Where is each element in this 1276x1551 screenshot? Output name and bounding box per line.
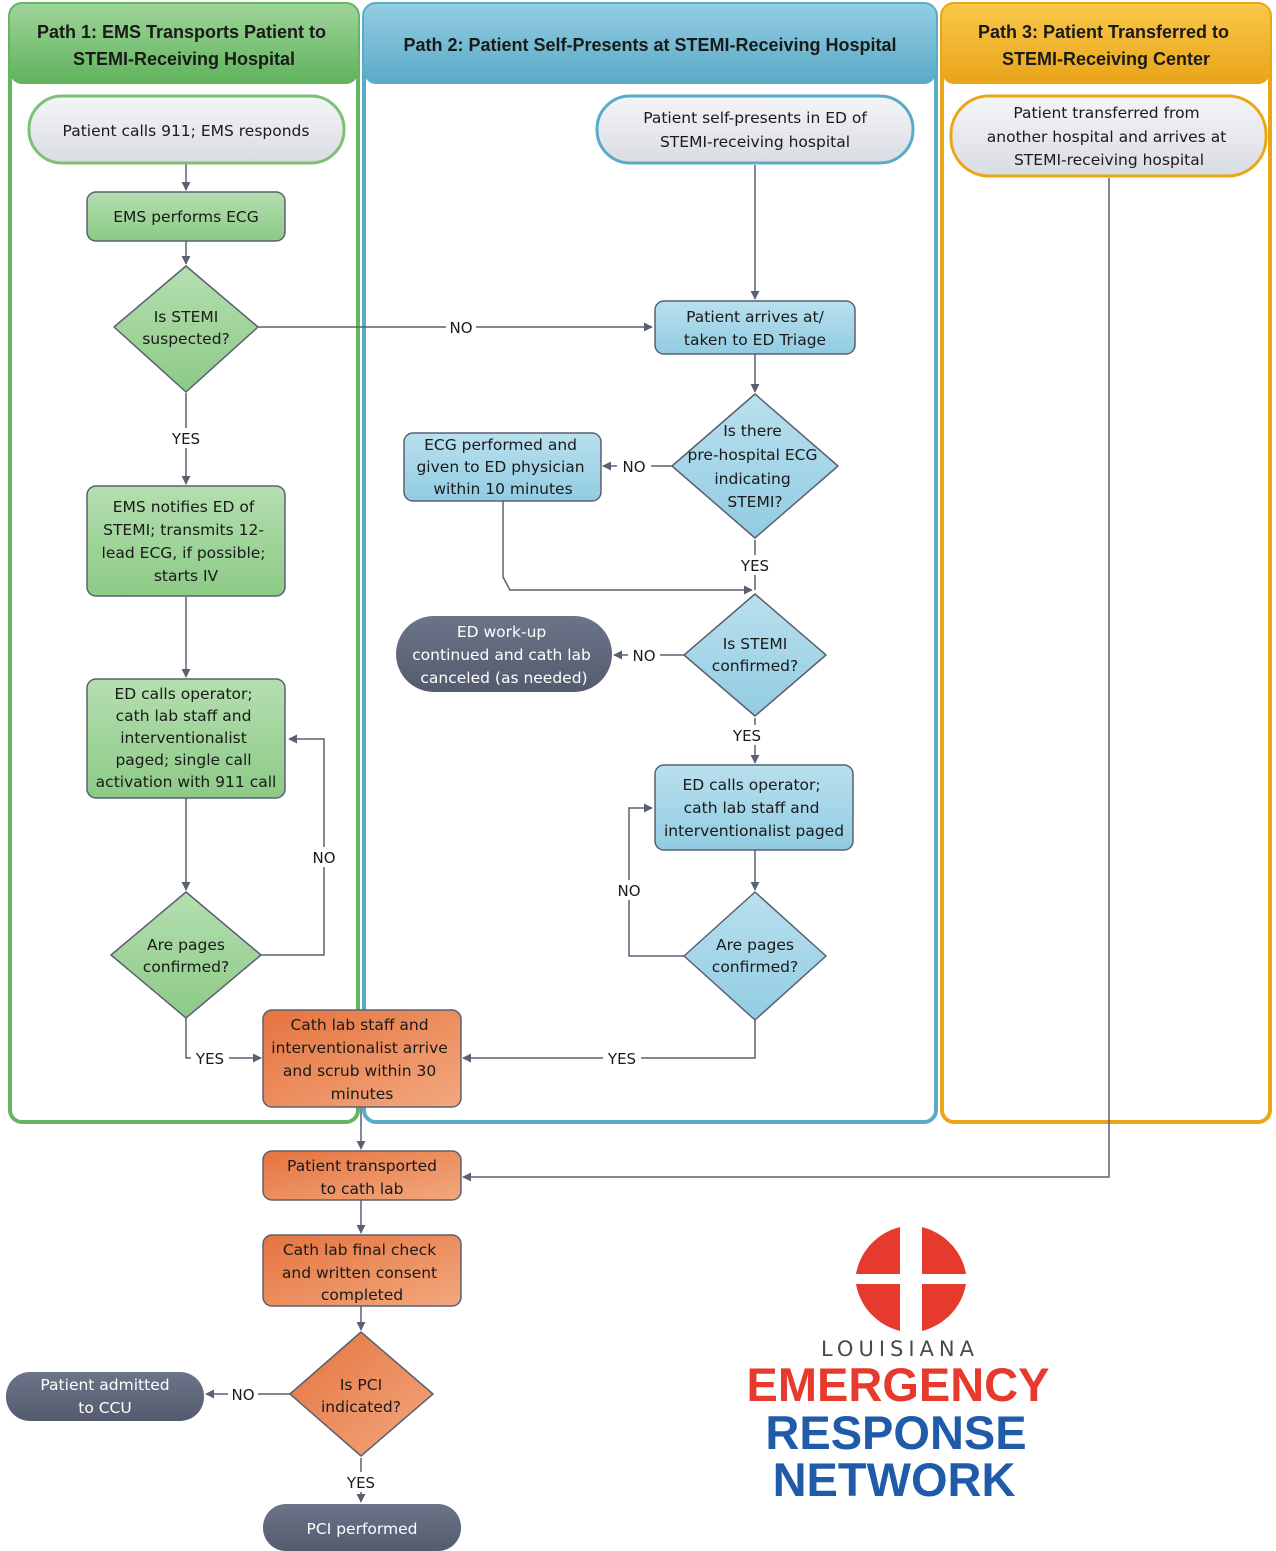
logo-louisiana: LOUISIANA	[821, 1337, 979, 1361]
svg-text:Cath lab final check and: Cath lab final check and written consent…	[282, 1241, 442, 1304]
lane-path2-title: Path 2: Patient Self-Presents at STEMI-R…	[403, 35, 896, 55]
arrow-ecg-to-confirm	[502, 501, 753, 595]
branch-labels: NO YES NO YES NO YES NO YES NO YES NO YE…	[168, 317, 773, 1492]
svg-text:ED calls operator; cath: ED calls operator; cath lab staff and in…	[96, 685, 277, 791]
start-node-patient-calls: Patient calls 911; EMS responds	[27, 94, 346, 165]
svg-text:EMS performs ECG: EMS performs ECG	[113, 208, 258, 226]
svg-text:Cath lab staff and inter: Cath lab staff and interventionalist arr…	[271, 1016, 452, 1103]
label-no: NO	[449, 319, 472, 337]
svg-text:Patient transferred from: Patient transferred from another hospita…	[987, 104, 1231, 169]
svg-text:Patient arrives at/taken to ED: Patient arrives at/taken to ED Triage	[684, 308, 826, 349]
louisiana-ern-logo: LOUISIANA EMERGENCY RESPONSE NETWORK	[747, 1227, 1050, 1506]
lane-path3-title: Path 3: Patient Transferred to	[978, 22, 1229, 42]
label-yes: YES	[732, 727, 761, 745]
process-ems-performs-ecg: EMS performs ECG	[86, 191, 286, 242]
logo-response: RESPONSE	[765, 1406, 1026, 1459]
label-yes: YES	[346, 1474, 375, 1492]
label-yes: YES	[740, 557, 769, 575]
label-no: NO	[312, 849, 335, 867]
label-no: NO	[231, 1386, 254, 1404]
arrow-transfer-to-transported	[462, 178, 1110, 1182]
process-cath-lab-arrive-scrub: Cath lab staff and interventionalist arr…	[262, 1009, 462, 1108]
label-yes: YES	[171, 430, 200, 448]
label-no: NO	[617, 882, 640, 900]
svg-text:Patient calls 911; EMS respond: Patient calls 911; EMS responds	[63, 122, 310, 140]
svg-text:Path 2: Patient Self-Presents: Path 2: Patient Self-Presents at STEMI-R…	[403, 35, 896, 55]
svg-text:Patient self-presents in ED of: Patient self-presents in ED ofSTEMI-rece…	[643, 109, 867, 151]
svg-text:ED calls operator; cath: ED calls operator; cath lab staff and in…	[664, 776, 844, 840]
lane-path2: Path 2: Patient Self-Presents at STEMI-R…	[362, 2, 938, 1124]
start-node-patient-transferred: Patient transferred from another hospita…	[949, 94, 1268, 178]
process-ecg-within-10-min: ECG performed and given to ED physician …	[403, 432, 602, 502]
label-no: NO	[622, 458, 645, 476]
label-yes: YES	[607, 1050, 636, 1068]
process-final-check-consent: Cath lab final check and written consent…	[262, 1234, 462, 1307]
red-cross-logo-icon	[856, 1227, 966, 1331]
svg-text:Is there pre-hospital EC: Is there pre-hospital ECG indicating STE…	[688, 422, 823, 511]
process-ed-calls-operator-p2: ED calls operator; cath lab staff and in…	[654, 764, 854, 851]
label-no: NO	[632, 647, 655, 665]
terminal-ed-workup: ED work-up continued and cath lab cancel…	[396, 616, 612, 692]
arrow-pages-yes-to-cathlab	[185, 1018, 262, 1063]
lane-path1-title: Path 1: EMS Transports Patient to	[37, 22, 326, 42]
process-ed-calls-operator-p1: ED calls operator; cath lab staff and in…	[86, 678, 286, 799]
process-ems-notifies-ed: EMS notifies ED of STEMI; transmits 12- …	[86, 485, 286, 597]
svg-text:EMS notifies ED of STEMI: EMS notifies ED of STEMI; transmits 12- …	[102, 498, 271, 585]
decision-prehospital-ecg: Is there pre-hospital ECG indicating STE…	[671, 393, 839, 539]
label-yes: YES	[195, 1050, 224, 1068]
logo-emergency: EMERGENCY	[747, 1358, 1050, 1411]
lane-path1: Path 1: EMS Transports Patient to STEMI-…	[8, 2, 360, 1124]
svg-text:Path 3: Patient Transferred t: Path 3: Patient Transferred to STEMI-Rec…	[978, 22, 1234, 69]
lane-path3-subtitle: STEMI-Receiving Center	[1002, 49, 1210, 69]
terminal-pci-performed: PCI performed	[263, 1504, 461, 1551]
lane-path3: Path 3: Patient Transferred to STEMI-Rec…	[940, 2, 1272, 1124]
svg-text:ED work-up continued an: ED work-up continued and cath lab cancel…	[412, 623, 596, 687]
process-arrives-ed-triage: Patient arrives at/taken to ED Triage	[654, 300, 856, 355]
svg-text:Path 1: EMS Transports Patient: Path 1: EMS Transports Patient to STEMI-…	[37, 22, 331, 69]
logo-network: NETWORK	[773, 1453, 1016, 1506]
arrow-pages2-yes-to-cathlab	[462, 1020, 756, 1063]
svg-text:ECG performed and given: ECG performed and given to ED physician …	[416, 436, 589, 498]
lane-path1-subtitle: STEMI-Receiving Hospital	[73, 49, 295, 69]
svg-text:PCI performed: PCI performed	[307, 1520, 418, 1538]
